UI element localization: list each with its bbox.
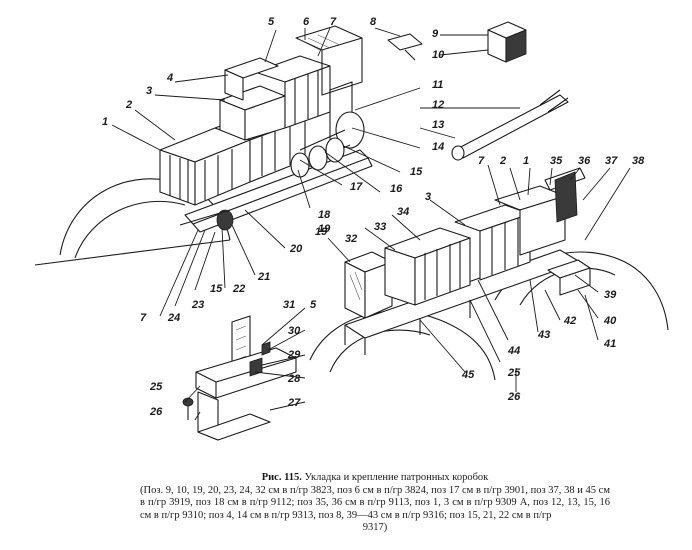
callout-43: 43 <box>537 329 550 341</box>
callout-7c: 7 <box>478 155 485 167</box>
callout-10: 10 <box>432 49 445 61</box>
callout-30: 30 <box>288 325 301 337</box>
callout-5b: 5 <box>310 299 317 311</box>
callout-38: 38 <box>632 155 645 167</box>
callout-15: 15 <box>410 166 423 178</box>
callout-20: 20 <box>289 243 303 255</box>
callout-32: 32 <box>345 233 357 245</box>
callout-21: 21 <box>257 271 270 283</box>
callout-8: 8 <box>370 16 377 28</box>
callout-29: 29 <box>287 349 301 361</box>
callout-26b: 26 <box>507 391 521 403</box>
callout-26: 26 <box>149 406 163 418</box>
callout-11: 11 <box>432 79 443 91</box>
callout-40: 40 <box>603 315 617 327</box>
callout-4: 4 <box>166 72 173 84</box>
caption-title-line: Рис. 115. Укладка и крепление патронных … <box>140 472 610 485</box>
callout-44: 44 <box>507 345 520 357</box>
callout-34: 34 <box>397 206 409 218</box>
rod-12-13 <box>451 89 569 161</box>
callout-18: 18 <box>318 209 331 221</box>
bracket-detail-inset <box>182 315 297 441</box>
lower-cartridge-boxes <box>344 167 591 319</box>
callout-28: 28 <box>287 373 301 385</box>
caption-title: Укладка и крепление патронных коробок <box>304 472 489 483</box>
callout-41: 41 <box>603 338 616 350</box>
lower-leader-lines <box>184 164 631 421</box>
callout-19b: 19 <box>318 223 331 235</box>
callout-6: 6 <box>303 16 310 28</box>
figure-number: Рис. 115. <box>261 472 302 483</box>
callout-15b: 15 <box>210 283 223 295</box>
callout-35: 35 <box>550 155 563 167</box>
callout-23: 23 <box>191 299 204 311</box>
figure-caption: Рис. 115. Укладка и крепление патронных … <box>140 472 610 535</box>
callout-22: 22 <box>232 283 245 295</box>
callout-33: 33 <box>374 221 386 233</box>
callout-5: 5 <box>268 16 275 28</box>
callout-7: 7 <box>330 16 337 28</box>
callout-39: 39 <box>604 289 617 301</box>
callout-1b: 1 <box>523 155 529 167</box>
callout-2b: 2 <box>499 155 506 167</box>
callout-2: 2 <box>125 99 132 111</box>
callout-42: 42 <box>563 315 576 327</box>
callout-45: 45 <box>461 369 475 381</box>
callout-3b: 3 <box>425 191 431 203</box>
upper-leader-lines <box>111 27 520 317</box>
callout-36: 36 <box>578 155 591 167</box>
technical-drawing: 1 2 3 4 5 6 7 8 9 10 11 12 13 14 15 16 1… <box>34 16 669 441</box>
callout-3: 3 <box>146 85 152 97</box>
callout-7b: 7 <box>140 312 147 324</box>
callout-19: 19 <box>315 226 328 238</box>
callout-25: 25 <box>149 381 163 393</box>
callout-13: 13 <box>432 119 444 131</box>
callout-12: 12 <box>432 99 444 111</box>
caption-body: (Поз. 9, 10, 19, 20, 23, 24, 32 см в п/г… <box>140 484 610 521</box>
callout-labels: 1 2 3 4 5 6 7 8 9 10 11 12 13 14 15 16 1… <box>102 16 645 418</box>
cube-9-10 <box>487 21 527 63</box>
callout-31: 31 <box>283 299 295 311</box>
upper-cartridge-boxes <box>159 25 363 206</box>
callout-9: 9 <box>432 28 439 40</box>
callout-17: 17 <box>350 181 363 193</box>
callout-1: 1 <box>102 116 108 128</box>
caption-end: 9317) <box>362 522 388 534</box>
callout-37: 37 <box>605 155 618 167</box>
callout-24: 24 <box>167 312 180 324</box>
callout-25b: 25 <box>507 367 521 379</box>
callout-16: 16 <box>390 183 403 195</box>
callout-14: 14 <box>432 141 444 153</box>
plate-8 <box>387 33 423 61</box>
callout-27: 27 <box>287 397 301 409</box>
